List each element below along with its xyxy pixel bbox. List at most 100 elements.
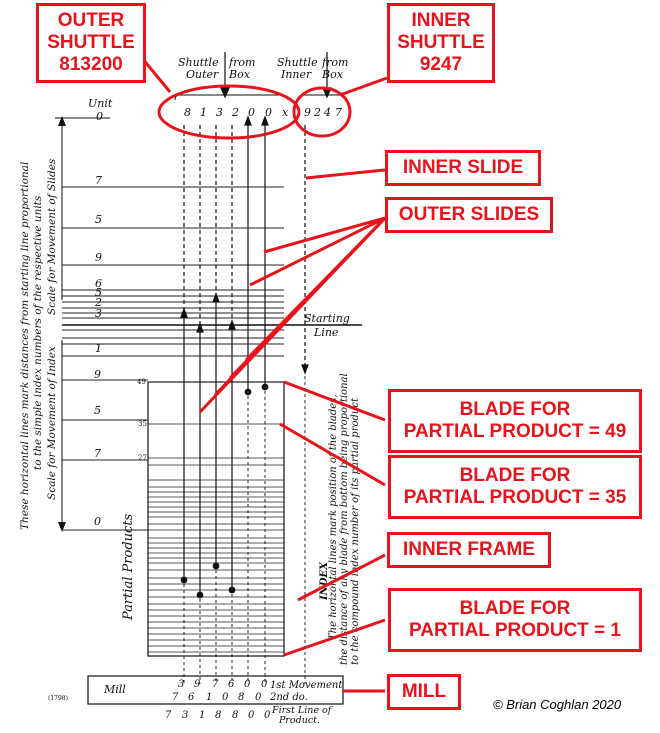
slide-index-number: 1 [95, 342, 102, 355]
mill-digit: 8 [238, 692, 244, 703]
partial-products-marks: 49 35 27 [137, 378, 147, 462]
mill-digit: 6 [188, 692, 195, 703]
outer-slides-line-1: OUTER SLIDES [398, 204, 540, 226]
blade-1-callout: BLADE FOR PARTIAL PRODUCT = 1 [388, 588, 642, 652]
mill-callout-line-1: MILL [401, 681, 447, 703]
inner-shuttle-line-2: SHUTTLE [397, 32, 485, 54]
inner-slide-line-1: INNER SLIDE [402, 157, 524, 179]
index-scale-number: 0 [94, 515, 101, 528]
slide-lines [62, 186, 284, 531]
blade-dot [244, 388, 252, 396]
slide-index-number: 5 [95, 213, 102, 226]
slides-scale-title: Scale for Movement of Slides [46, 158, 58, 315]
left-rotated-text: These horizontal lines mark distances fr… [19, 158, 58, 530]
first-line-1: First Line of [271, 705, 333, 716]
index-scale-number: 5 [94, 404, 101, 417]
from-box-label-3: from [321, 56, 348, 69]
partial-products-label: Partial Products [121, 513, 136, 621]
movement-2: 2nd do. [269, 692, 308, 703]
outer-digit: 0 [265, 106, 272, 119]
inner-digit: 7 [335, 106, 342, 119]
mill-digit: 0 [261, 679, 268, 690]
rotated-note-2: to the simple index numbers of the respe… [32, 195, 44, 470]
product-digit: 8 [232, 710, 238, 721]
carrier-arrowhead [244, 115, 252, 126]
blade-dot [228, 586, 236, 594]
blade-dot [261, 383, 269, 391]
mill-digit: 0 [244, 679, 251, 690]
inner-shuttle-ellipse [292, 86, 352, 138]
mill-digit: 7 [172, 692, 179, 703]
inner-slide-callout: INNER SLIDE [385, 150, 541, 186]
mill-digit: 0 [222, 692, 229, 703]
slide-index-number: 5 [95, 286, 102, 299]
outer-digit: 2 [231, 106, 239, 119]
carrier-arrowhead [180, 307, 188, 318]
slide-index-number: 2 [94, 296, 102, 309]
starting-line-label-2: Line [313, 326, 339, 339]
product-digit: 0 [248, 710, 255, 721]
mill-digit: 3 [178, 679, 184, 690]
outer-shuttle-callout: OUTER SHUTTLE 813200 [36, 3, 146, 83]
copyright-notice: © Brian Coghlan 2020 [493, 697, 622, 712]
index-scale-title: Scale for Movement of Index [46, 346, 58, 500]
index-title: INDEX [319, 561, 330, 601]
pp-mark-27: 27 [138, 454, 147, 462]
mill-digit: 1 [206, 692, 212, 703]
from-box-label-2: Box [228, 68, 251, 81]
product-digit: 8 [215, 710, 221, 721]
mill-digit: 9 [194, 679, 201, 690]
mill-digit: 7 [212, 679, 219, 690]
carrier-arrowhead [196, 322, 204, 333]
mill-label: Mill [103, 683, 126, 696]
unit-zero-label: 0 [96, 110, 103, 123]
outer-digit: x [282, 106, 289, 119]
shuttle-outer-label-1: Shuttle [178, 56, 219, 69]
outer-shuttle-line-2: SHUTTLE [47, 32, 135, 54]
pp-mark-35: 35 [138, 420, 147, 428]
mill-callout: MILL [387, 674, 461, 710]
vertical-carriers [180, 115, 309, 684]
product-digit: 7 [165, 710, 172, 721]
blade-49-callout: BLADE FOR PARTIAL PRODUCT = 49 [388, 389, 642, 453]
blade-35-callout: BLADE FOR PARTIAL PRODUCT = 35 [388, 455, 642, 519]
inner-digit: 2 [313, 106, 321, 119]
product-digit: 1 [199, 710, 205, 721]
mill-digit: 0 [255, 692, 262, 703]
outer-shuttle-line-1: OUTER [57, 10, 125, 32]
slide-index-number: 7 [95, 174, 102, 187]
product-digit: 0 [264, 710, 271, 721]
blade-dot [212, 562, 220, 570]
blade-dot [196, 591, 204, 599]
index-block: INDEX The horizontal lines mark position… [319, 373, 361, 665]
index-scale-number: 9 [94, 368, 101, 381]
blade-35-line-1: BLADE FOR [459, 465, 571, 487]
inner-bracket [297, 94, 346, 101]
inner-digit: 9 [304, 106, 311, 119]
carrier-arrowhead [301, 364, 309, 375]
index-text-3: to the compound index number of its part… [350, 397, 361, 665]
blade-1-line-1: BLADE FOR [459, 598, 571, 620]
mill-digit: 6 [228, 679, 235, 690]
outer-digit: 0 [248, 106, 255, 119]
outer-digit: 1 [200, 106, 207, 119]
blade-1-line-2: PARTIAL PRODUCT = 1 [408, 620, 621, 641]
rotated-note-1: These horizontal lines mark distances fr… [19, 162, 31, 530]
starting-line-label-1: Starting [304, 312, 350, 325]
inner-digit: 4 [323, 106, 331, 119]
carrier-arrowhead [228, 319, 236, 330]
outer-digit: 8 [184, 106, 191, 119]
shuttle-inner-label-1: Shuttle [277, 56, 318, 69]
outer-shuttle-ellipse [157, 84, 301, 140]
inner-frame-callout: INNER FRAME [387, 532, 551, 568]
blade-49-line-2: PARTIAL PRODUCT = 49 [403, 421, 627, 442]
inner-shuttle-line-1: INNER [411, 10, 471, 32]
header-bracket [174, 94, 289, 101]
annotation-overlay [140, 57, 388, 693]
index-scale-number: 7 [94, 447, 101, 460]
